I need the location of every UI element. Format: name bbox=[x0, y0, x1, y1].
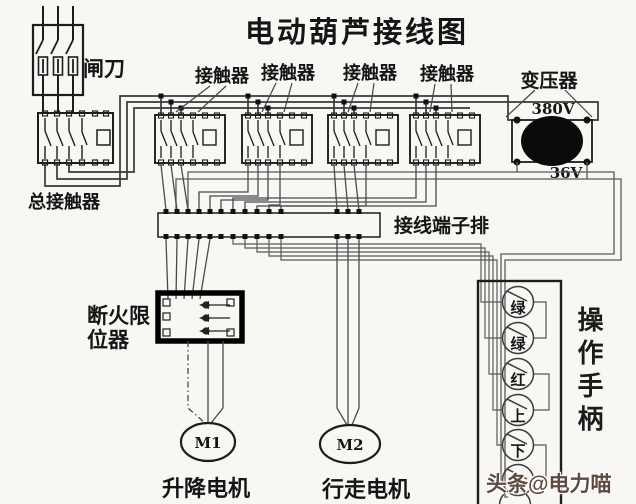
main-contactor-label: 总接触器 bbox=[28, 191, 101, 212]
motor2 bbox=[318, 423, 382, 465]
limiter bbox=[155, 290, 245, 344]
motor2-id: M2 bbox=[336, 436, 363, 454]
handle-button-labels: 绿 绿 红 上 下 bbox=[510, 299, 526, 460]
operating-handle bbox=[476, 279, 563, 504]
strip-to-limiter-wires bbox=[165, 238, 211, 300]
button-down: 下 bbox=[510, 443, 525, 460]
contactor-to-strip-wires bbox=[160, 164, 437, 211]
motor2-label: 行走电机 bbox=[321, 477, 410, 502]
limiter-label-line1: 断火限 bbox=[87, 304, 150, 328]
button-up: 上 bbox=[510, 408, 525, 425]
knife-switch-label: 闸刀 bbox=[83, 58, 125, 81]
transformer-primary-voltage: 380V bbox=[532, 100, 575, 118]
contactor-2-coil bbox=[289, 129, 304, 146]
transformer-core bbox=[521, 116, 583, 166]
control-wires bbox=[175, 162, 622, 498]
motor1 bbox=[179, 421, 237, 463]
contactor-1-label: 接触器 bbox=[195, 65, 250, 86]
contactor-3-label: 接触器 bbox=[343, 62, 398, 83]
contactor-1-coil bbox=[202, 129, 217, 146]
main-contactor-coil bbox=[96, 129, 111, 146]
contactor-3 bbox=[327, 112, 399, 166]
terminal-strip-terminals bbox=[163, 209, 362, 239]
button-green-1: 绿 bbox=[510, 299, 526, 317]
strip-to-motor2-wires bbox=[336, 239, 360, 426]
watermark: 头条@电力喵 bbox=[486, 473, 612, 496]
diagram-title: 电动葫芦接线图 bbox=[245, 16, 469, 49]
contactor-3-leaders bbox=[347, 82, 375, 113]
contactor-1-leaders bbox=[175, 85, 227, 113]
main-contactor bbox=[37, 110, 114, 166]
transformer bbox=[505, 89, 593, 166]
motor1-label: 升降电机 bbox=[162, 476, 250, 501]
contactor-2-label: 接触器 bbox=[261, 62, 316, 83]
strip-to-handle-bundle bbox=[232, 239, 502, 446]
knife-switch bbox=[31, 6, 85, 113]
terminal-strip bbox=[157, 209, 381, 239]
contactor-2 bbox=[241, 112, 313, 166]
contactor-2-leaders bbox=[261, 82, 293, 113]
limiter-label-line2: 位器 bbox=[87, 328, 130, 352]
contactor-1 bbox=[154, 112, 226, 166]
power-bus-wires bbox=[44, 95, 599, 187]
button-red: 红 bbox=[510, 371, 525, 389]
operating-handle-label: 操作手柄 bbox=[574, 306, 604, 438]
transformer-label: 变压器 bbox=[520, 69, 578, 92]
contactor-4-label: 接触器 bbox=[420, 63, 475, 84]
contactor-4-leaders bbox=[429, 83, 453, 113]
motor1-id: M1 bbox=[194, 434, 221, 452]
contactor-4 bbox=[409, 112, 481, 166]
terminal-strip-label: 接线端子排 bbox=[394, 214, 489, 237]
contactor-4-coil bbox=[457, 129, 472, 146]
limiter-to-motor1-wires bbox=[187, 341, 224, 424]
contactor-3-coil bbox=[375, 129, 390, 146]
button-green-2: 绿 bbox=[510, 335, 526, 353]
transformer-secondary-voltage: 36V bbox=[550, 164, 583, 182]
